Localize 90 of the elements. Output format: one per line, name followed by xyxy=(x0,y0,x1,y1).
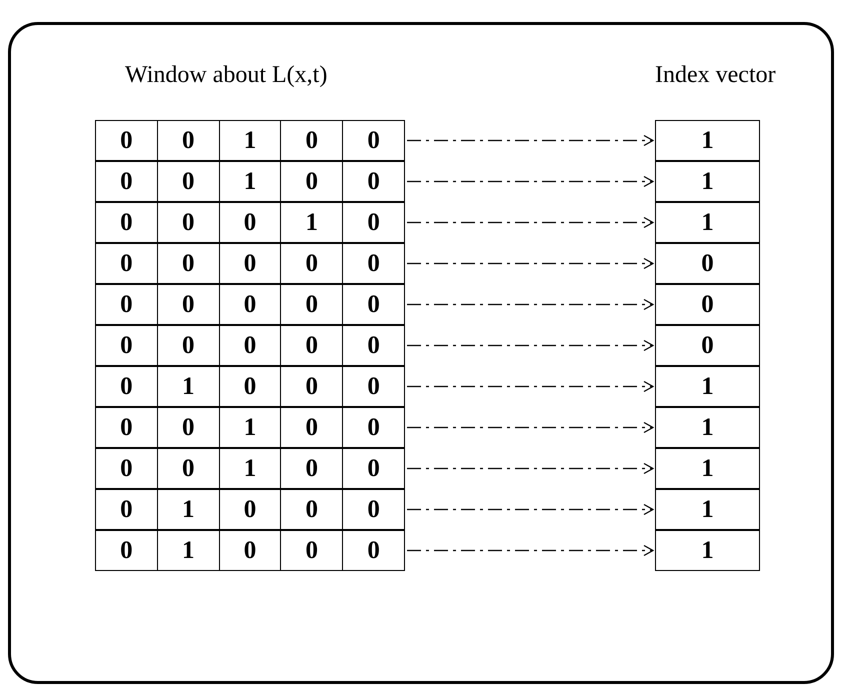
table-cell-text: 0 xyxy=(119,536,134,566)
index-cell: 1 xyxy=(655,448,760,489)
table-cell: 0 xyxy=(280,449,342,488)
table-cell-text: 0 xyxy=(119,413,134,443)
table-cell-text: 0 xyxy=(119,208,134,238)
table-cell: 0 xyxy=(280,162,342,201)
table-cell: 0 xyxy=(218,326,280,365)
arrow xyxy=(407,298,654,310)
table-cell: 1 xyxy=(218,162,280,201)
table-row xyxy=(95,161,405,202)
table-cell: 0 xyxy=(280,285,342,324)
table-cell: 0 xyxy=(218,490,280,529)
table-row xyxy=(95,448,405,489)
arrow xyxy=(407,216,654,228)
table-cell: 0 xyxy=(218,244,280,283)
table-cell-text: 0 xyxy=(119,454,134,484)
table-row xyxy=(95,489,405,530)
table-row xyxy=(95,530,405,571)
table-row xyxy=(95,243,405,284)
table-cell: 0 xyxy=(156,285,219,324)
table-cell-text: 0 xyxy=(119,290,134,320)
table-cell-text: 0 xyxy=(119,249,134,279)
table-cell: 0 xyxy=(156,121,219,160)
table-cell: 0 xyxy=(342,449,404,488)
column-heading: Index vector xyxy=(655,62,776,89)
table-cell: 1 xyxy=(156,490,219,529)
table-cell: 0 xyxy=(342,408,404,447)
table-cell: 0 xyxy=(342,203,404,242)
table-cell-text: 0 xyxy=(119,495,134,525)
index-cell: 1 xyxy=(655,407,760,448)
table-cell: 0 xyxy=(218,285,280,324)
table-cell: 0 xyxy=(342,285,404,324)
table-cell: 0 xyxy=(156,408,219,447)
table-cell-text: 0 xyxy=(119,167,134,197)
arrow xyxy=(407,544,654,556)
table-cell: 0 xyxy=(156,244,219,283)
index-cell: 1 xyxy=(655,530,760,571)
table-row xyxy=(95,407,405,448)
index-cell: 0 xyxy=(655,325,760,366)
table-row xyxy=(95,325,405,366)
table-row xyxy=(95,120,405,161)
table-cell: 0 xyxy=(280,121,342,160)
index-cell: 0 xyxy=(655,284,760,325)
table-cell: 0 xyxy=(280,244,342,283)
arrow xyxy=(407,380,654,392)
table-cell: 0 xyxy=(218,367,280,406)
table-cell-text: 0 xyxy=(119,331,134,361)
table-cell: 1 xyxy=(156,531,219,570)
table-cell: 0 xyxy=(280,326,342,365)
table-cell: 0 xyxy=(280,367,342,406)
table-cell: 0 xyxy=(342,162,404,201)
arrow xyxy=(407,340,654,352)
table-cell: 0 xyxy=(280,408,342,447)
table-cell: 1 xyxy=(280,203,342,242)
index-cell: 1 xyxy=(655,366,760,407)
table-cell: 0 xyxy=(156,162,219,201)
table-cell: 1 xyxy=(218,121,280,160)
arrow xyxy=(407,176,654,188)
table-cell: 1 xyxy=(218,408,280,447)
table-row xyxy=(95,202,405,243)
index-cell: 0 xyxy=(655,243,760,284)
arrow xyxy=(407,504,654,516)
index-cell: 1 xyxy=(655,161,760,202)
table-cell: 0 xyxy=(280,490,342,529)
table-cell: 0 xyxy=(342,121,404,160)
table-cell: 0 xyxy=(342,244,404,283)
table-cell: 0 xyxy=(218,531,280,570)
table-cell-text: 0 xyxy=(119,126,134,156)
table-cell: 0 xyxy=(156,203,219,242)
table-cell: 0 xyxy=(342,367,404,406)
table-cell: 0 xyxy=(156,449,219,488)
arrow xyxy=(407,422,654,434)
table-row xyxy=(95,284,405,325)
table-cell-text: 0 xyxy=(119,372,134,402)
table-row xyxy=(95,366,405,407)
table-cell: 1 xyxy=(218,449,280,488)
arrow xyxy=(407,258,654,270)
index-cell: 1 xyxy=(655,202,760,243)
arrow xyxy=(407,462,654,474)
index-cell: 1 xyxy=(655,489,760,530)
arrow xyxy=(407,134,654,146)
table-cell: 0 xyxy=(342,490,404,529)
table-cell: 0 xyxy=(342,531,404,570)
index-cell: 1 xyxy=(655,120,760,161)
table-cell: 1 xyxy=(156,367,219,406)
table-cell: 0 xyxy=(156,326,219,365)
table-cell: 0 xyxy=(280,531,342,570)
table-cell: 0 xyxy=(218,203,280,242)
table-cell: 0 xyxy=(342,326,404,365)
column-heading: Window about L(x,t) xyxy=(125,62,328,89)
